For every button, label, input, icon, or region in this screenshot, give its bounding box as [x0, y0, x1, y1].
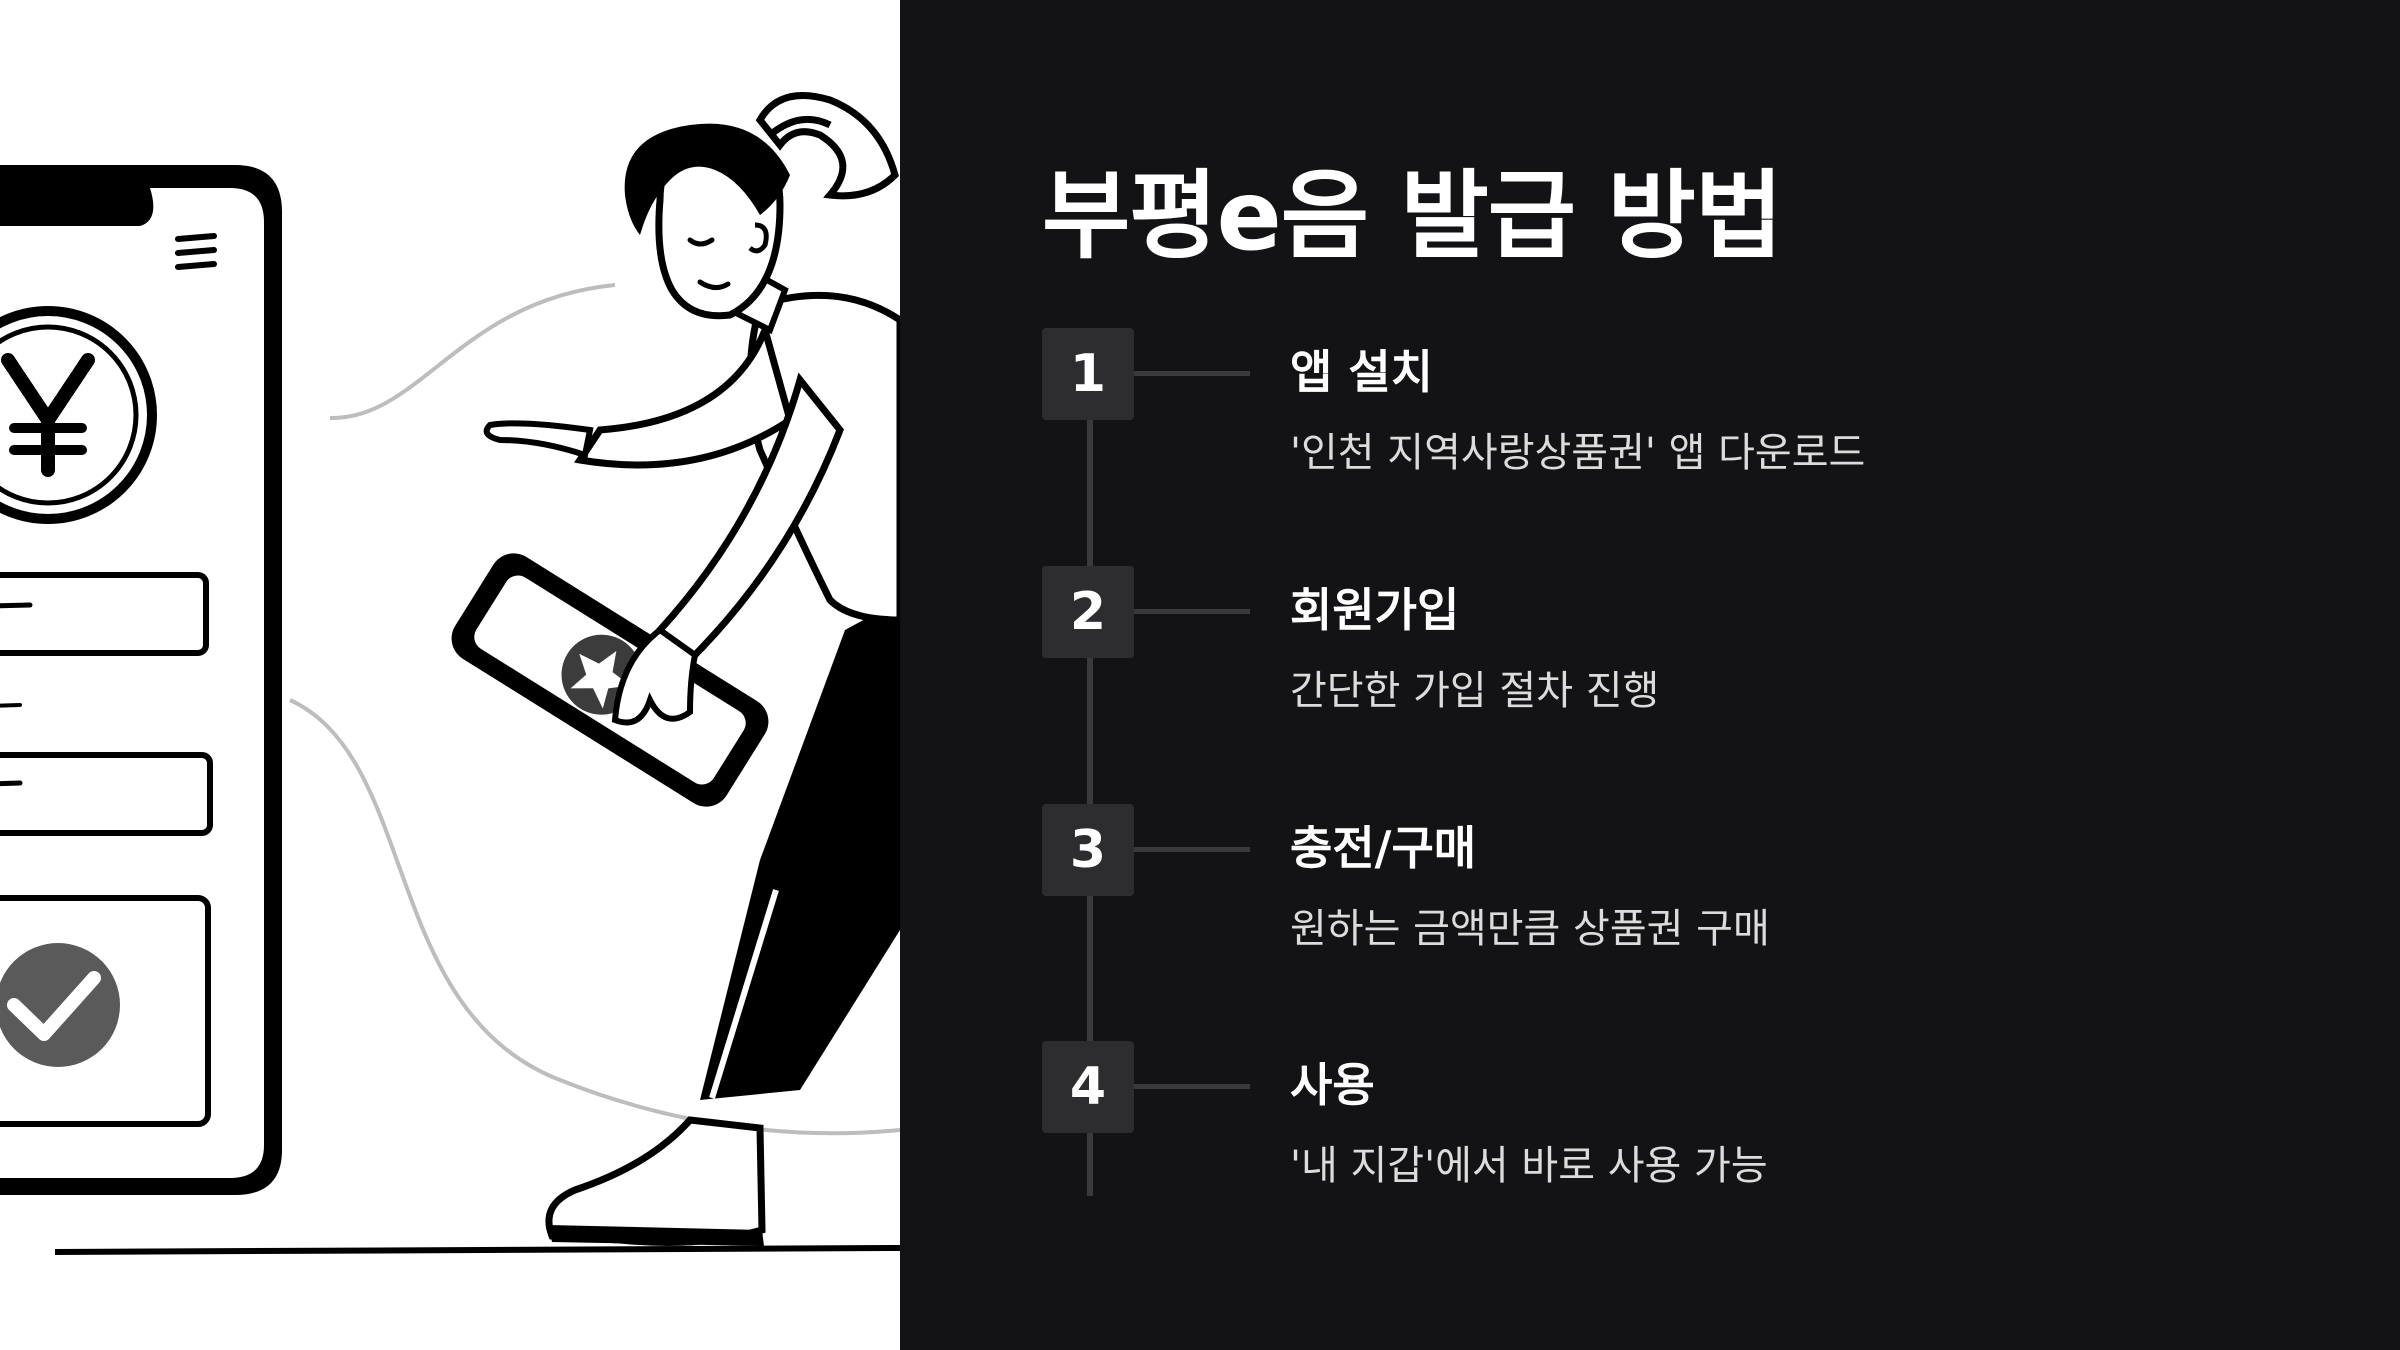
timeline-line — [1087, 370, 1093, 1196]
step-number-badge: 1 — [1042, 328, 1134, 420]
step-description: 원하는 금액만큼 상품권 구매 — [1290, 906, 1770, 952]
input-box — [0, 572, 209, 656]
phone-icon — [0, 165, 282, 1195]
step-2: 2 회원가입 간단한 가입 절차 진행 — [1042, 566, 2342, 736]
step-number-badge: 2 — [1042, 566, 1134, 658]
step-title: 충전/구매 — [1290, 821, 1477, 875]
tablet-device — [451, 553, 769, 807]
ground-line — [54, 1245, 900, 1255]
content-panel: 부평e음 발급 방법 1 앱 설치 '인천 지역사랑상품권' 앱 다운로드 2 … — [900, 0, 2400, 1350]
step-connector — [1134, 371, 1250, 376]
step-connector — [1134, 609, 1250, 614]
step-number-badge: 4 — [1042, 1041, 1134, 1133]
step-description: '내 지갑'에서 바로 사용 가능 — [1290, 1143, 1768, 1189]
check-icon — [0, 943, 120, 1067]
illustration-panel — [0, 0, 900, 1350]
step-number-badge: 3 — [1042, 804, 1134, 896]
step-title: 사용 — [1290, 1058, 1375, 1112]
step-description: 간단한 가입 절차 진행 — [1290, 668, 1660, 714]
step-1: 1 앱 설치 '인천 지역사랑상품권' 앱 다운로드 — [1042, 328, 2342, 498]
step-connector — [1134, 847, 1250, 852]
swoosh-line — [329, 283, 616, 421]
person-figure — [451, 92, 900, 1246]
hamburger-menu-icon — [175, 233, 217, 270]
step-title: 회원가입 — [1290, 583, 1460, 637]
step-description: '인천 지역사랑상품권' 앱 다운로드 — [1290, 430, 1866, 476]
yen-coin-icon — [0, 306, 157, 524]
input-box — [0, 752, 213, 836]
step-4: 4 사용 '내 지갑'에서 바로 사용 가능 — [1042, 1041, 2342, 1211]
illustration — [0, 92, 900, 1255]
step-3: 3 충전/구매 원하는 금액만큼 상품권 구매 — [1042, 804, 2342, 974]
step-title: 앱 설치 — [1290, 345, 1433, 399]
step-connector — [1134, 1084, 1250, 1089]
swoosh-line — [289, 698, 900, 1136]
page-title: 부평e음 발급 방법 — [1042, 160, 1783, 272]
